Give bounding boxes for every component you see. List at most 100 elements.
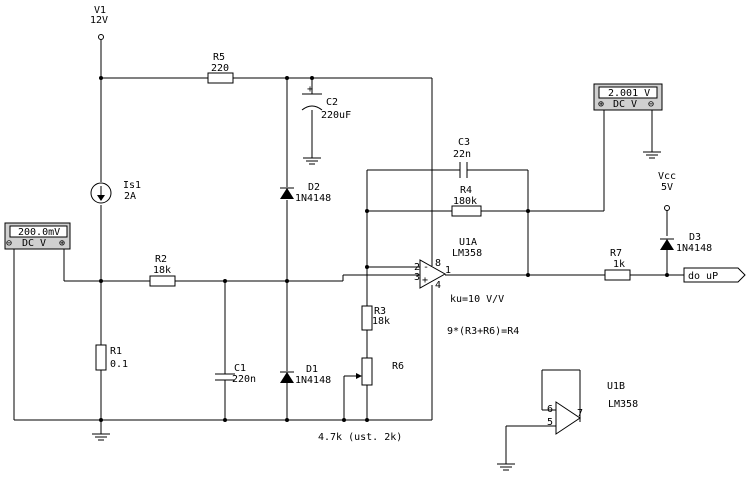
resistor-r1[interactable]: R1 0.1 bbox=[95, 344, 128, 371]
right-meter-reading: 2.001 V bbox=[608, 88, 650, 99]
vcc-value: 5V bbox=[661, 182, 673, 193]
capacitor-c1[interactable]: C1 220n bbox=[215, 363, 256, 385]
voltmeter-left[interactable]: 200.0mV ⊖ DC V ⊕ bbox=[4, 222, 71, 250]
d2-name: D2 bbox=[308, 182, 320, 193]
junction-dot bbox=[223, 279, 227, 283]
c3-name: C3 bbox=[458, 137, 470, 148]
wiper-arrow-icon bbox=[356, 373, 362, 379]
v1-terminal-icon bbox=[98, 34, 104, 40]
r1-value: 0.1 bbox=[110, 359, 128, 370]
ground-icon bbox=[643, 151, 661, 159]
left-meter-minus-icon: ⊕ bbox=[59, 238, 65, 249]
junction-dot bbox=[665, 273, 669, 277]
r7-value: 1k bbox=[613, 259, 625, 270]
resistor-r4[interactable]: R4 180k bbox=[451, 185, 482, 217]
u1b-pin6: 6 bbox=[547, 404, 553, 415]
opamp-u1b[interactable]: U1B LM358 6 5 7 bbox=[547, 381, 638, 435]
junction-dot bbox=[526, 209, 530, 213]
is1-value: 2A bbox=[124, 191, 136, 202]
junction-dot bbox=[285, 418, 289, 422]
r2-name: R2 bbox=[155, 254, 167, 265]
r1-name: R1 bbox=[110, 346, 122, 357]
diode-d1[interactable]: D1 1N4148 bbox=[280, 364, 331, 386]
vcc-name: Vcc bbox=[658, 171, 676, 182]
u1b-value: LM358 bbox=[608, 399, 638, 410]
capacitor-c2[interactable]: + C2 220uF bbox=[301, 84, 351, 121]
gain-annotation: ku=10 V/V bbox=[450, 294, 504, 305]
voltmeter-right[interactable]: 2.001 V ⊕ DC V ⊖ bbox=[593, 83, 663, 111]
d3-value: 1N4148 bbox=[676, 243, 712, 254]
r2-value: 18k bbox=[153, 265, 171, 276]
left-meter-mode: DC V bbox=[22, 238, 46, 249]
r6-note: 4.7k (ust. 2k) bbox=[318, 432, 402, 443]
u1a-minus-sign: - bbox=[423, 262, 429, 273]
junction-dot bbox=[310, 76, 314, 80]
v1-name: V1 bbox=[94, 5, 106, 16]
current-source-is1[interactable]: Is1 2A bbox=[90, 180, 141, 204]
junction-dot bbox=[99, 279, 103, 283]
u1b-pin5: 5 bbox=[547, 417, 553, 428]
r4-name: R4 bbox=[460, 185, 472, 196]
u1a-pin8: 8 bbox=[435, 258, 441, 269]
right-meter-minus-icon: ⊖ bbox=[648, 99, 654, 110]
diode-d2[interactable]: D2 1N4148 bbox=[280, 182, 331, 204]
capacitor-c3[interactable]: C3 22n bbox=[453, 137, 471, 178]
c2-value: 220uF bbox=[321, 110, 351, 121]
d1-value: 1N4148 bbox=[295, 375, 331, 386]
r4-value: 180k bbox=[453, 196, 477, 207]
left-meter-reading: 200.0mV bbox=[18, 227, 60, 238]
d1-name: D1 bbox=[306, 364, 318, 375]
arrow-down-icon bbox=[97, 195, 105, 201]
u1b-name: U1B bbox=[607, 381, 625, 392]
u1a-pin3: 3 bbox=[414, 272, 420, 283]
junction-dot bbox=[365, 418, 369, 422]
opamp-u1a[interactable]: U1A LM358 2 3 8 1 4 - + bbox=[414, 237, 482, 291]
r6-name: R6 bbox=[392, 361, 404, 372]
junction-dot bbox=[365, 265, 369, 269]
r3-value: 18k bbox=[372, 316, 390, 327]
r5-name: R5 bbox=[213, 52, 225, 63]
resistor-r3[interactable]: R3 18k bbox=[361, 305, 390, 331]
u1a-plus-sign: + bbox=[422, 275, 428, 286]
potentiometer-r6[interactable]: R6 4.7k (ust. 2k) bbox=[318, 357, 404, 443]
u1b-pin7: 7 bbox=[577, 408, 583, 419]
output-port[interactable]: do uP bbox=[683, 267, 746, 283]
c1-name: C1 bbox=[234, 363, 246, 374]
ground-icon bbox=[92, 420, 110, 441]
is1-name: Is1 bbox=[123, 180, 141, 191]
v1-source[interactable]: V1 12V bbox=[90, 5, 108, 40]
resistor-r5[interactable]: R5 220 bbox=[207, 52, 234, 84]
right-meter-plus-icon: ⊕ bbox=[598, 99, 604, 110]
ground-icon bbox=[497, 463, 515, 471]
vcc-source[interactable]: Vcc 5V bbox=[658, 171, 676, 211]
output-port-label: do uP bbox=[688, 271, 718, 282]
resistor-r2[interactable]: R2 18k bbox=[149, 254, 176, 287]
r7-name: R7 bbox=[610, 248, 622, 259]
d3-name: D3 bbox=[689, 232, 701, 243]
wires bbox=[13, 40, 684, 464]
r5-value: 220 bbox=[211, 63, 229, 74]
ground-icon bbox=[303, 157, 321, 165]
v1-value: 12V bbox=[90, 15, 108, 26]
right-meter-mode: DC V bbox=[613, 99, 637, 110]
junction-dot bbox=[342, 418, 346, 422]
resistor-r7[interactable]: R7 1k bbox=[604, 248, 631, 281]
c1-value: 220n bbox=[232, 374, 256, 385]
left-meter-plus-icon: ⊖ bbox=[6, 238, 12, 249]
c2-name: C2 bbox=[326, 97, 338, 108]
junction-dot bbox=[365, 209, 369, 213]
diode-d3[interactable]: D3 1N4148 bbox=[660, 232, 712, 254]
u1a-pin1: 1 bbox=[445, 265, 451, 276]
u1a-pin4: 4 bbox=[435, 280, 441, 291]
c3-value: 22n bbox=[453, 149, 471, 160]
junction-dot bbox=[285, 76, 289, 80]
u1a-value: LM358 bbox=[452, 248, 482, 259]
junction-dot bbox=[285, 279, 289, 283]
junctions bbox=[99, 76, 669, 422]
r3-name: R3 bbox=[374, 306, 386, 317]
vcc-terminal-icon bbox=[664, 205, 670, 211]
formula-annotation: 9*(R3+R6)=R4 bbox=[447, 326, 519, 337]
c2-polarity: + bbox=[307, 84, 313, 95]
junction-dot bbox=[223, 418, 227, 422]
